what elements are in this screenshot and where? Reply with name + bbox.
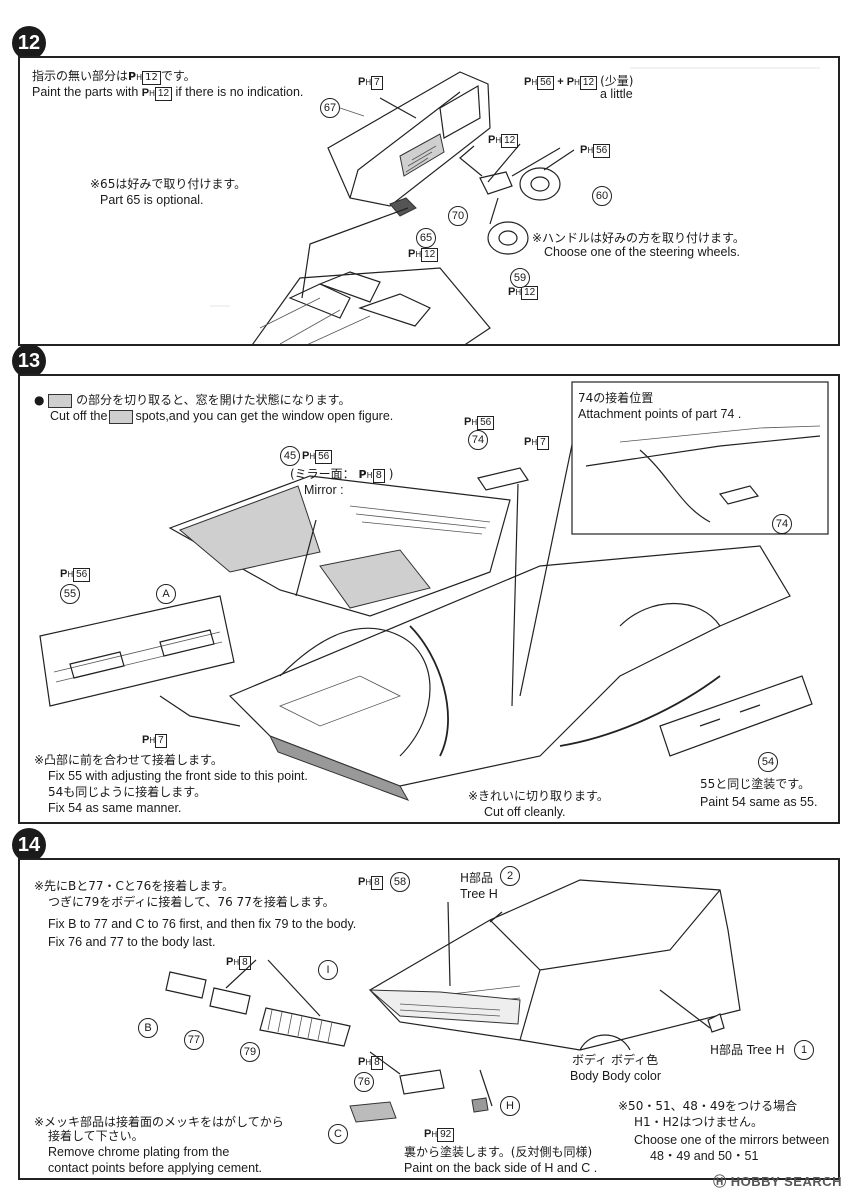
part-45-callout: 45: [280, 446, 300, 466]
chrome-en-1: Remove chrome plating from the: [48, 1145, 230, 1159]
mirror-en-2: 48・49 and 50・51: [650, 1149, 759, 1163]
part-55-callout: 55: [60, 584, 80, 604]
part-74-callout: 74: [468, 430, 488, 450]
attach-en: Attachment points of part 74 .: [578, 407, 742, 421]
part-65-callout: 65: [416, 228, 436, 248]
part-67-callout: 67: [320, 98, 340, 118]
order-en-1: Fix B to 77 and C to 76 first, and then …: [48, 917, 357, 931]
part-70-callout: 70: [448, 206, 468, 226]
part-b-callout: B: [138, 1018, 158, 1038]
step-12-badge: 12: [12, 26, 46, 60]
mirror-en: Mirror :: [304, 483, 344, 497]
part-i-callout: I: [318, 960, 338, 980]
part-76-callout: 76: [354, 1072, 374, 1092]
fix-en: Fix 55 with adjusting the front side to …: [48, 769, 308, 783]
mirror-jp-1: ※50・51、48・49をつける場合: [618, 1099, 798, 1113]
part-60-callout: 60: [592, 186, 612, 206]
body-jp: ボディ ボディ色: [572, 1053, 659, 1067]
step-14-badge: 14: [12, 828, 46, 862]
front-end-illustration: [165, 879, 741, 1123]
fix54-jp: 54も同じように接着します。: [48, 785, 207, 799]
chrome-jp-2: 接着して下さい。: [48, 1129, 144, 1143]
same-jp: 55と同じ塗装です。: [700, 777, 811, 791]
tree-h-jp: H部品: [460, 871, 494, 885]
step-14-panel: ※先にBと77・Cと76を接着します。 つぎに79をボディに接着して、76 77…: [18, 858, 840, 1180]
part-h-callout: H: [500, 1096, 520, 1116]
optional-jp: ※65は好みで取り付けます。: [90, 177, 247, 191]
mirror-en-1: Choose one of the mirrors between: [634, 1133, 830, 1147]
optional-en: Part 65 is optional.: [100, 193, 204, 207]
part-77-callout: 77: [184, 1030, 204, 1050]
watermark-logo-icon: Ⓗ: [713, 1174, 727, 1189]
part-58-callout: 58: [390, 872, 410, 892]
body-interior-illustration: [39, 381, 829, 801]
part-c-callout: C: [328, 1124, 348, 1144]
steering-jp: ※ハンドルは好みの方を取り付けます。: [532, 231, 745, 245]
clean-en: Cut off cleanly.: [484, 805, 566, 819]
steering-en: Choose one of the steering wheels.: [544, 245, 740, 259]
step-13-badge: 13: [12, 344, 46, 378]
part-79-callout: 79: [240, 1042, 260, 1062]
cut-jp: ● の部分を切り取ると、窓を開けた状態になります。: [34, 393, 351, 408]
part-a-callout: A: [156, 584, 176, 604]
back-jp: 裏から塗装します。(反対側も同様): [404, 1145, 593, 1159]
chrome-jp-1: ※メッキ部品は接着面のメッキをはがしてから: [34, 1115, 284, 1129]
body-en: Body Body color: [570, 1069, 662, 1083]
mirror-jp-2: H1・H2はつけません。: [634, 1115, 763, 1129]
part-1-callout: 1: [794, 1040, 814, 1060]
order-en-2: Fix 76 and 77 to the body last.: [48, 935, 216, 949]
dashboard-illustration: [210, 67, 820, 344]
part-74-inset-callout: 74: [772, 514, 792, 534]
tree-h1-label: H部品 Tree H: [710, 1043, 785, 1057]
same-en: Paint 54 same as 55.: [700, 795, 818, 809]
fix-jp: ※凸部に前を合わせて接着します。: [34, 753, 223, 767]
part-54-callout: 54: [758, 752, 778, 772]
tree-h-en: Tree H: [460, 887, 498, 901]
hobby-search-watermark: Ⓗ HOBBY SEARCH: [713, 1174, 842, 1189]
fix54-en: Fix 54 as same manner.: [48, 801, 182, 815]
clean-jp: ※きれいに切り取ります。: [468, 789, 609, 803]
back-en: Paint on the back side of H and C .: [404, 1161, 598, 1175]
order-jp-2: つぎに79をボディに接着して、76 77を接着します。: [48, 895, 335, 909]
order-jp-1: ※先にBと77・Cと76を接着します。: [34, 879, 235, 893]
chrome-en-2: contact points before applying cement.: [48, 1161, 263, 1175]
part-2-callout: 2: [500, 866, 520, 886]
attach-jp: 74の接着位置: [578, 391, 654, 405]
little-en: a little: [600, 87, 633, 101]
part-59-callout: 59: [510, 268, 530, 288]
